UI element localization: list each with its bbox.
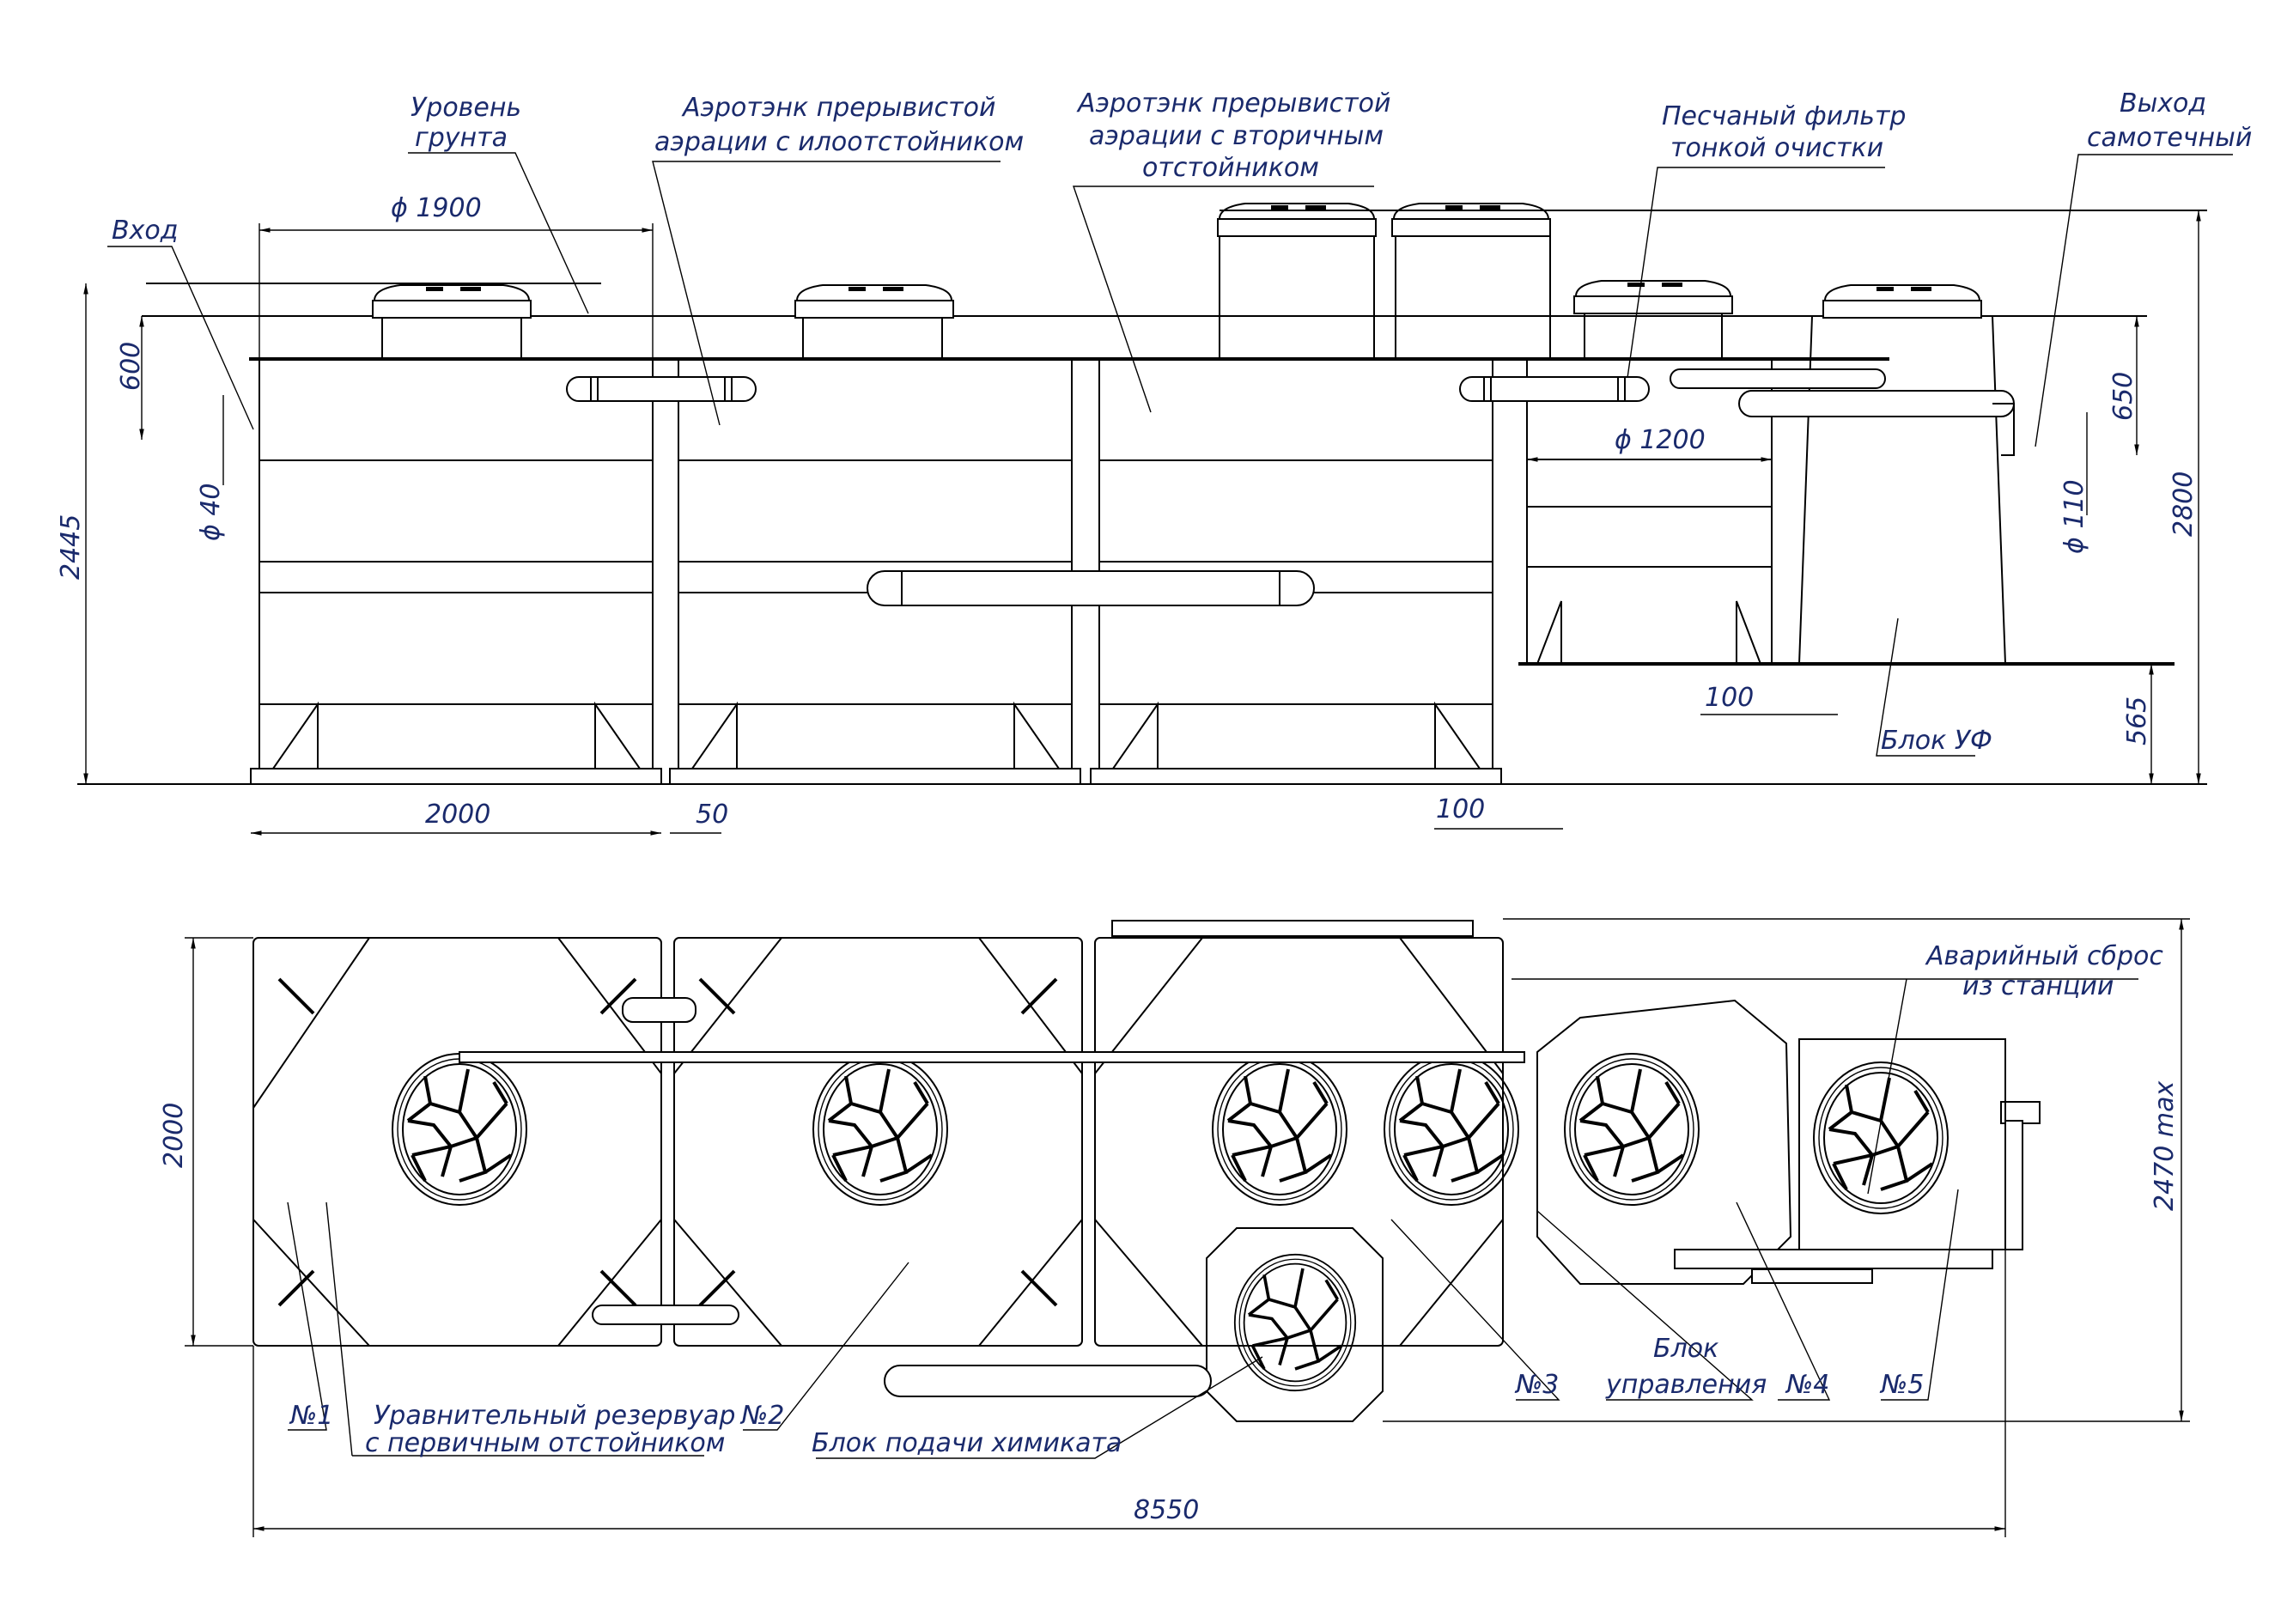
label-tank-1: №1 — [289, 1401, 333, 1431]
dim-height-right: 2800 — [2168, 471, 2199, 537]
label-sand-filter-1: Песчаный фильтр — [1662, 101, 1906, 131]
label-aerotank-1-1: Аэротэнк прерывистой — [681, 93, 995, 123]
leader-inlet — [107, 246, 254, 430]
chemical-block-plan — [1206, 1227, 1384, 1422]
leader-ground — [408, 152, 589, 314]
dim-gap-100-b: 100 — [1705, 683, 1754, 713]
dim-inlet-pipe: ϕ 40 — [196, 484, 226, 542]
dim-outlet-depth: 650 — [2108, 372, 2138, 421]
label-aerotank-2-1: Аэротэнк прерывистой — [1076, 88, 1390, 119]
leader-uv — [1876, 617, 1975, 757]
leader-sand-filter — [1627, 167, 1885, 379]
label-emergency-1: Аварийный сброс — [1925, 941, 2163, 971]
elevation-view: Уровень грунта Вход Аэротэнк прерывистой… — [56, 88, 2252, 836]
label-uv-block: Блок УФ — [1881, 726, 1992, 756]
label-sand-filter-2: тонкой очистки — [1670, 133, 1883, 163]
tank-2-plan — [673, 937, 1083, 1347]
tank-1-elevation — [250, 284, 662, 785]
control-block-plan — [1536, 999, 1792, 1285]
label-ground-level-1: Уровень — [411, 93, 521, 123]
label-tank-1-desc-1: Уравнительный резервуар — [374, 1401, 735, 1431]
leader-aerotank-2 — [1073, 186, 1374, 413]
label-tank-4: №4 — [1785, 1370, 1829, 1400]
label-aerotank-2-2: аэрации с вторичным — [1089, 121, 1384, 151]
label-tank-3: №3 — [1514, 1370, 1559, 1400]
sand-filter-elevation — [1518, 280, 2175, 666]
plan-pipes — [459, 920, 1993, 1397]
label-aerotank-1-2: аэрации с илоотстойником — [654, 127, 1024, 157]
uv-block-plan — [1798, 1038, 2041, 1250]
label-tank-5: №5 — [1879, 1370, 1924, 1400]
plan-view: Аварийный сброс из станции №1 Уравнитель… — [159, 918, 2190, 1537]
uv-block-elevation — [1797, 284, 2007, 665]
dim-plan-overall-length: 8550 — [1134, 1495, 1199, 1525]
tank-1-plan — [252, 937, 662, 1347]
tank-3-plan — [1094, 937, 1520, 1347]
dim-tank-diameter: ϕ 1900 — [391, 193, 482, 223]
label-outlet-2: самотечный — [2087, 123, 2252, 153]
label-control-block-2: управления — [1605, 1370, 1767, 1400]
tank-3-elevation — [1090, 203, 1551, 785]
dim-base-height: 565 — [2122, 696, 2152, 745]
dim-inlet-depth: 600 — [116, 342, 146, 391]
dim-gap-100-a: 100 — [1436, 794, 1485, 824]
label-inlet: Вход — [112, 216, 178, 246]
label-tank-2: №2 — [739, 1401, 784, 1431]
leader-aerotank-1 — [652, 161, 1001, 426]
leader-outlet — [2035, 154, 2233, 447]
label-ground-level-2: грунта — [415, 123, 508, 153]
label-chemical-block: Блок подачи химиката — [812, 1428, 1122, 1458]
label-control-block-1: Блок — [1653, 1334, 1718, 1364]
dim-plan-overall-width: 2470 max — [2150, 1081, 2180, 1211]
dim-plan-width: 2000 — [159, 1103, 189, 1168]
dim-tank-width: 2000 — [425, 800, 490, 830]
dim-filter-diameter: ϕ 1200 — [1615, 425, 1706, 455]
dim-outlet-pipe: ϕ 110 — [2059, 479, 2089, 554]
dim-gap-50: 50 — [696, 800, 728, 830]
connection-pipes — [566, 368, 2015, 606]
label-aerotank-2-3: отстойником — [1142, 153, 1319, 183]
label-outlet-1: Выход — [2120, 88, 2206, 119]
dim-height-left: 2445 — [56, 514, 86, 580]
label-emergency-2: из станции — [1962, 971, 2114, 1001]
label-tank-1-desc-2: с первичным отстойником — [365, 1428, 725, 1458]
